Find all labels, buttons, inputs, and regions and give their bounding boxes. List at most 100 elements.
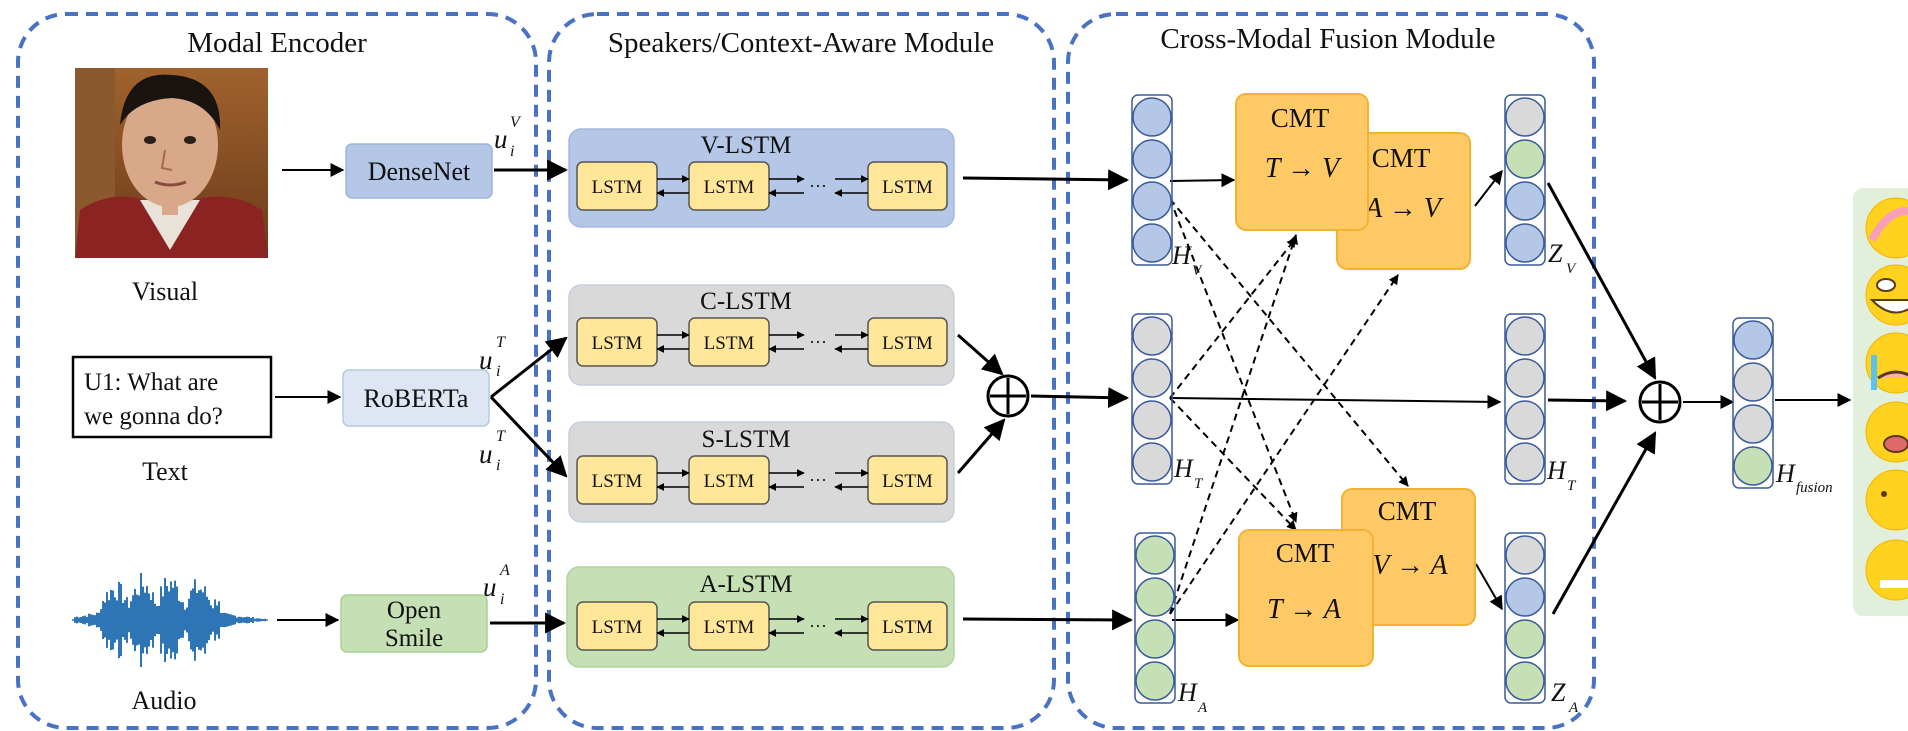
svg-text:V → A: V → A (1372, 550, 1448, 581)
feature-node (1132, 316, 1172, 356)
lstm-bidirectional-arrows (656, 175, 869, 197)
feature-label-ua: u A i (483, 562, 510, 608)
feature-node (1132, 223, 1172, 263)
svg-text:LSTM: LSTM (704, 177, 755, 198)
svg-text:T: T (1194, 476, 1204, 492)
svg-text:LSTM: LSTM (592, 471, 643, 492)
svg-text:u: u (494, 124, 508, 154)
v-lstm-title: V-LSTM (701, 132, 792, 159)
svg-text:CMT: CMT (1372, 143, 1431, 173)
fusion-arrows (1169, 169, 1852, 627)
feature-node (1132, 442, 1172, 482)
svg-text:i: i (510, 143, 514, 160)
svg-text:H: H (1171, 241, 1192, 270)
encoder-arrows (275, 159, 569, 634)
encoder-section-frame (16, 12, 538, 730)
lstm-bidirectional-arrows (656, 331, 869, 353)
svg-text:LSTM: LSTM (592, 177, 643, 198)
v-lstm-panel: V-LSTM LSTM LSTM LSTM ··· (568, 128, 955, 228)
opensmile-label-2: Smile (385, 625, 443, 652)
svg-text:i: i (500, 591, 504, 608)
stack-hv (1131, 94, 1173, 266)
lstm-cell: LSTM (576, 317, 658, 367)
lstm-cell: LSTM (688, 601, 770, 651)
svg-text:LSTM: LSTM (704, 617, 755, 638)
feature-node (1505, 181, 1545, 221)
label-hv: H V (1171, 241, 1203, 279)
cmt-av-block: CMT A → V (1336, 132, 1471, 270)
s-lstm-title: S-LSTM (702, 426, 791, 453)
feature-node (1505, 316, 1545, 356)
cross-connections (1169, 198, 1409, 615)
label-zv: Z V (1548, 239, 1577, 277)
label-ht-left: H T (1173, 454, 1204, 492)
svg-text:Z: Z (1551, 678, 1566, 707)
svg-text:A: A (1197, 700, 1208, 716)
context-section-frame (547, 12, 1056, 730)
oplus-context (986, 374, 1030, 418)
feature-node (1135, 619, 1175, 659)
feature-node (1505, 223, 1545, 263)
label-ht-right: H T (1546, 456, 1577, 494)
encoder-section-title: Modal Encoder (187, 27, 367, 59)
context-section-title: Speakers/Context-Aware Module (608, 27, 994, 59)
feature-node (1505, 97, 1545, 137)
lstm-cell: LSTM (576, 601, 658, 651)
cmt-tv-block: CMT T → V (1235, 93, 1369, 231)
feature-node (1135, 661, 1175, 701)
cmt-va-block: CMT V → A (1341, 488, 1476, 626)
svg-text:CMT: CMT (1378, 496, 1437, 526)
svg-text:LSTM: LSTM (882, 177, 933, 198)
context-arrows (956, 169, 1134, 631)
roberta-box (342, 369, 490, 427)
lstm-ellipsis: ··· (809, 332, 827, 352)
stack-ht-right (1504, 313, 1546, 485)
svg-text:fusion: fusion (1796, 480, 1833, 496)
svg-text:H: H (1546, 456, 1567, 485)
feature-node (1132, 139, 1172, 179)
svg-text:LSTM: LSTM (704, 471, 755, 492)
feature-node (1505, 619, 1545, 659)
stack-hfusion (1732, 317, 1774, 489)
emoji-love-icon (1865, 197, 1908, 259)
opensmile-box (340, 594, 488, 653)
svg-text:H: H (1177, 678, 1198, 707)
audio-waveform-icon (72, 573, 268, 667)
lstm-cell: LSTM (688, 161, 770, 211)
feature-node (1505, 577, 1545, 617)
emoji-angry-icon (1865, 539, 1908, 601)
densenet-box (345, 143, 493, 199)
feature-node (1505, 400, 1545, 440)
feature-node (1733, 404, 1773, 444)
lstm-ellipsis: ··· (809, 176, 827, 196)
utterance-line-2: we gonna do? (84, 403, 223, 430)
text-label: Text (142, 457, 189, 486)
feature-label-ut2: u T i (479, 428, 506, 474)
svg-text:u: u (479, 345, 493, 375)
feature-node (1135, 577, 1175, 617)
svg-text:A → V: A → V (1363, 193, 1444, 224)
svg-text:LSTM: LSTM (882, 333, 933, 354)
audio-label: Audio (132, 686, 197, 715)
opensmile-label-1: Open (387, 597, 442, 624)
lstm-bidirectional-arrows (656, 615, 869, 637)
lstm-cell: LSTM (576, 455, 658, 505)
lstm-bidirectional-arrows (656, 469, 869, 491)
lstm-cell: LSTM (867, 601, 948, 651)
svg-text:CMT: CMT (1271, 103, 1330, 133)
lstm-ellipsis: ··· (809, 616, 827, 636)
feature-node (1505, 535, 1545, 575)
feature-node (1505, 442, 1545, 482)
c-lstm-title: C-LSTM (700, 288, 792, 315)
roberta-label: RoBERTa (364, 384, 469, 413)
lstm-cell: LSTM (688, 455, 770, 505)
feature-node (1733, 446, 1773, 486)
feature-node (1132, 400, 1172, 440)
svg-text:i: i (496, 363, 500, 380)
stack-zv (1504, 94, 1546, 266)
visual-label: Visual (132, 277, 198, 306)
svg-text:LSTM: LSTM (592, 617, 643, 638)
